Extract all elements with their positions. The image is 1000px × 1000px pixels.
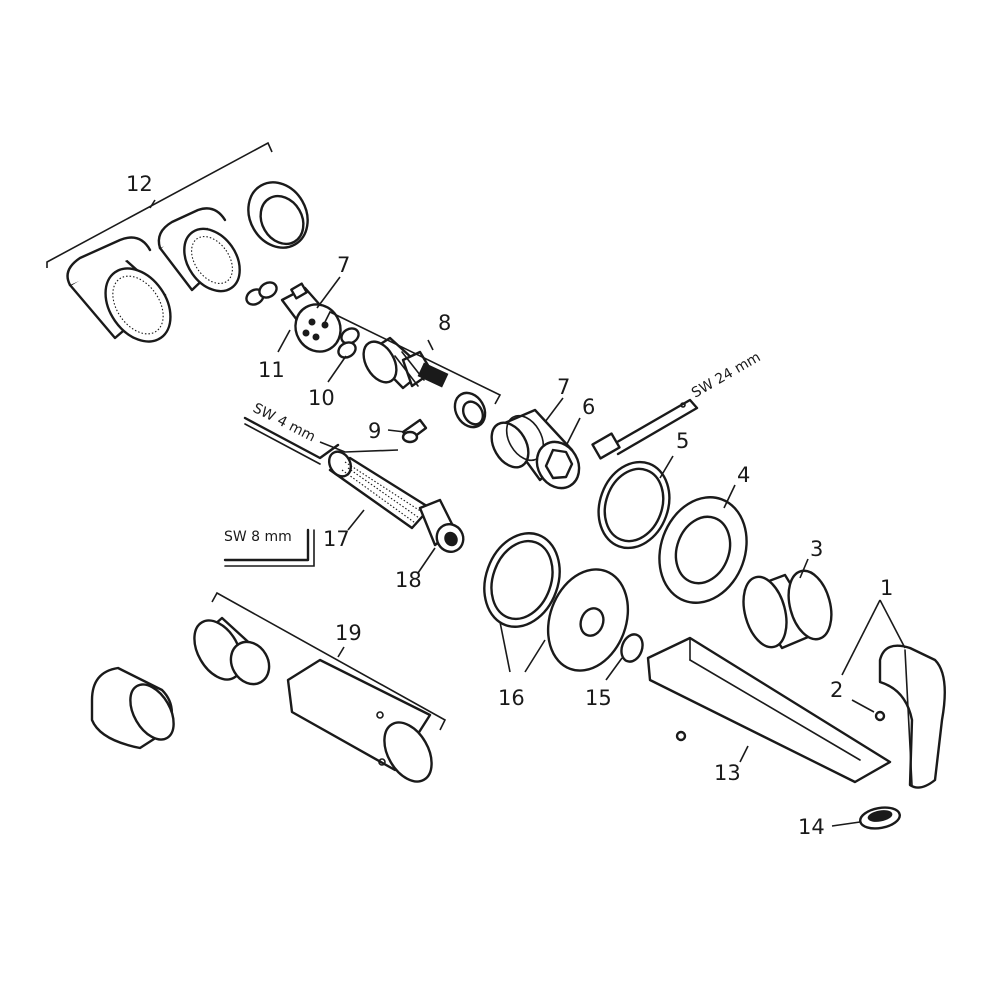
part-12-sleeve-large	[66, 236, 172, 343]
leader-lines	[277, 276, 906, 827]
tool-label-sw24: SW 24 mm	[689, 349, 763, 401]
bracket-8	[324, 310, 502, 405]
callout-18: 18	[395, 568, 422, 592]
sw24-socket-tool	[591, 398, 699, 460]
part-19-tube	[286, 658, 433, 783]
part-15-oring	[620, 633, 644, 663]
callout-14: 14	[798, 815, 825, 839]
part-16-cover-plate	[546, 568, 630, 672]
callout-17: 17	[323, 527, 350, 551]
part-12-ring	[247, 181, 309, 249]
callout-11: 11	[258, 358, 285, 382]
callout-19: 19	[335, 621, 362, 645]
callout-labels: 1 2 3 4 5 6 7 7 8 9 10 11 12 13 14 15 16…	[126, 172, 893, 839]
part-13-spout	[646, 636, 892, 784]
part-5-gasket	[597, 460, 671, 550]
part-14-aerator	[859, 806, 901, 830]
part-3-sleeve	[742, 569, 833, 650]
bracket-12	[46, 141, 273, 268]
callout-9: 9	[368, 419, 381, 443]
part-11-orings	[245, 281, 278, 306]
sw8-hex-key	[223, 528, 315, 567]
part-1-handle	[878, 644, 946, 789]
callout-2: 2	[830, 678, 843, 702]
callout-12: 12	[126, 172, 153, 196]
part-10-orings	[337, 327, 360, 359]
part-6-nut	[535, 440, 581, 490]
part-12-sleeve-medium	[157, 207, 241, 293]
callout-16: 16	[498, 686, 525, 710]
callout-4: 4	[737, 463, 750, 487]
callout-7-right: 7	[557, 375, 570, 399]
part-19-cap	[90, 666, 175, 750]
tool-label-sw8: SW 8 mm	[224, 529, 292, 545]
part-9-screw	[401, 418, 428, 444]
callout-8: 8	[438, 311, 451, 335]
sw4-hex-key	[243, 416, 340, 465]
callout-7-left: 7	[337, 253, 350, 277]
callout-6: 6	[582, 395, 595, 419]
callout-1: 1	[880, 576, 893, 600]
part-7-cartridge-head	[280, 282, 342, 353]
part-4-rosette	[658, 496, 748, 604]
callout-3: 3	[810, 537, 823, 561]
callout-10: 10	[308, 386, 335, 410]
part-18-end	[435, 523, 465, 553]
callout-13: 13	[714, 761, 741, 785]
part-2-grub-screw	[874, 710, 886, 722]
callout-5: 5	[676, 429, 689, 453]
part-8-ring	[453, 391, 487, 429]
part-16-gasket	[483, 532, 561, 628]
bracket-19	[211, 591, 447, 731]
callout-15: 15	[585, 686, 612, 710]
part-8-cartridge	[362, 336, 449, 390]
part-19-nut	[193, 616, 271, 686]
